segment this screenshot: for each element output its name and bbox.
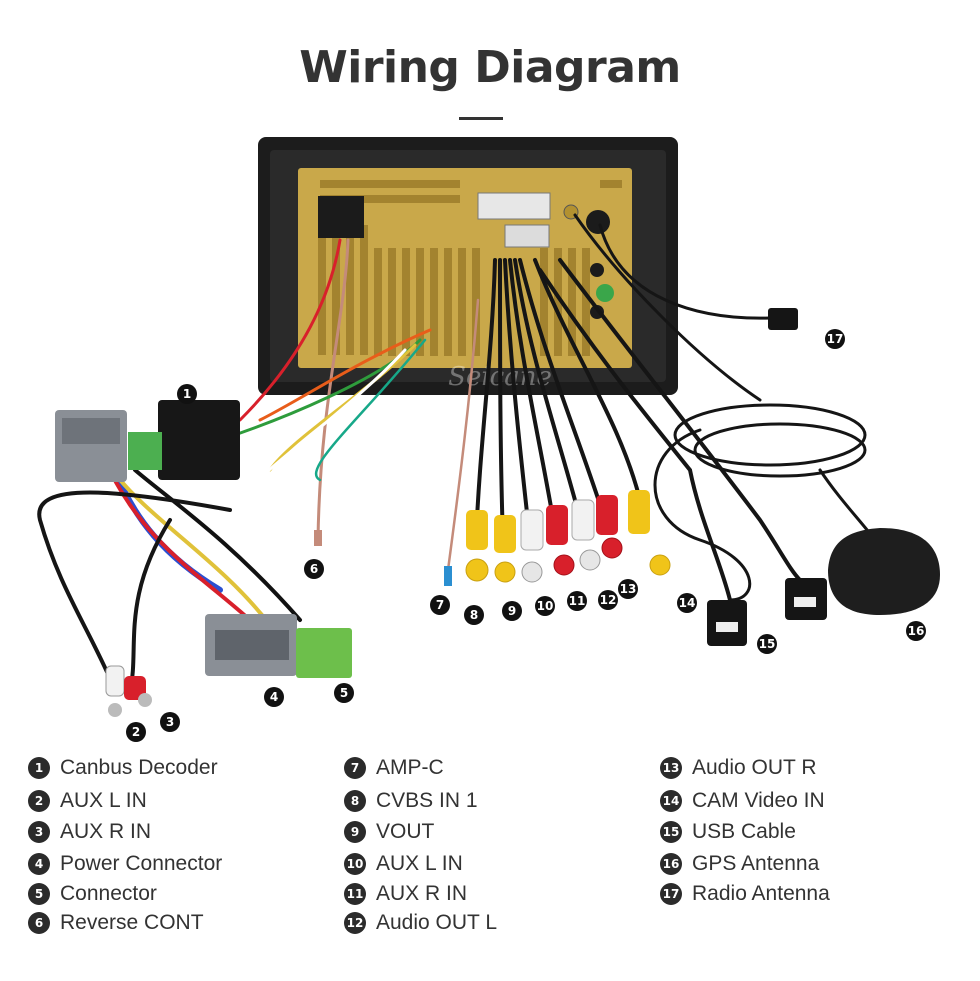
legend-number: 13 xyxy=(660,757,682,779)
legend-label: Audio OUT R xyxy=(692,756,817,779)
legend-number: 16 xyxy=(660,853,682,875)
legend-item-4: 4 Power Connector xyxy=(28,852,222,876)
callout-11: 11 xyxy=(567,591,587,611)
legend-item-13: 13 Audio OUT R xyxy=(660,756,817,780)
callout-4: 4 xyxy=(264,687,284,707)
legend-label: AUX L IN xyxy=(376,852,463,875)
legend-item-11: 11 AUX R IN xyxy=(344,882,467,906)
legend-item-9: 9 VOUT xyxy=(344,820,434,844)
legend-number: 12 xyxy=(344,912,366,934)
legend-label: CAM Video IN xyxy=(692,789,825,812)
legend-number: 5 xyxy=(28,883,50,905)
legend-label: Radio Antenna xyxy=(692,882,830,905)
legend-label: Audio OUT L xyxy=(376,911,498,934)
legend-number: 3 xyxy=(28,821,50,843)
legend-number: 14 xyxy=(660,790,682,812)
callout-8: 8 xyxy=(464,605,484,625)
legend-item-3: 3 AUX R IN xyxy=(28,820,151,844)
legend-item-8: 8 CVBS IN 1 xyxy=(344,789,478,813)
callout-12: 12 xyxy=(598,590,618,610)
callout-1: 1 xyxy=(177,384,197,404)
legend-item-5: 5 Connector xyxy=(28,882,157,906)
legend-number: 15 xyxy=(660,821,682,843)
callout-5: 5 xyxy=(334,683,354,703)
canbus-decoder-box xyxy=(158,400,240,480)
legend-item-15: 15 USB Cable xyxy=(660,820,796,844)
legend-number: 1 xyxy=(28,757,50,779)
legend-label: USB Cable xyxy=(692,820,796,843)
legend-label: CVBS IN 1 xyxy=(376,789,478,812)
green-connector-body xyxy=(296,628,352,678)
legend-number: 17 xyxy=(660,883,682,905)
legend-label: VOUT xyxy=(376,820,435,843)
legend-number: 11 xyxy=(344,883,366,905)
legend-label: AUX R IN xyxy=(60,820,152,843)
radio-antenna-plug xyxy=(768,308,798,330)
legend-number: 7 xyxy=(344,757,366,779)
title-underline xyxy=(459,117,503,120)
callout-13: 13 xyxy=(618,579,638,599)
legend-number: 8 xyxy=(344,790,366,812)
callout-2: 2 xyxy=(126,722,146,742)
legend-item-16: 16 GPS Antenna xyxy=(660,852,819,876)
legend-label: GPS Antenna xyxy=(692,852,820,875)
legend-item-6: 6 Reverse CONT xyxy=(28,911,204,935)
callout-6: 6 xyxy=(304,559,324,579)
legend-item-1: 1 Canbus Decoder xyxy=(28,756,218,780)
callout-16: 16 xyxy=(906,621,926,641)
callout-7: 7 xyxy=(430,595,450,615)
callout-10: 10 xyxy=(535,596,555,616)
legend-item-14: 14 CAM Video IN xyxy=(660,789,825,813)
callout-3: 3 xyxy=(160,712,180,732)
legend-label: AUX L IN xyxy=(60,789,147,812)
legend-label: Reverse CONT xyxy=(60,911,204,934)
legend-number: 6 xyxy=(28,912,50,934)
callout-9: 9 xyxy=(502,601,522,621)
callout-17: 17 xyxy=(825,329,845,349)
legend-item-2: 2 AUX L IN xyxy=(28,789,147,813)
legend-item-7: 7 AMP-C xyxy=(344,756,444,780)
legend-label: AUX R IN xyxy=(376,882,468,905)
legend-label: Canbus Decoder xyxy=(60,756,218,779)
callout-14: 14 xyxy=(677,593,697,613)
callout-15: 15 xyxy=(757,634,777,654)
page-title: Wiring Diagram xyxy=(299,42,681,93)
legend-number: 4 xyxy=(28,853,50,875)
gps-antenna-puck xyxy=(828,528,940,615)
legend-item-10: 10 AUX L IN xyxy=(344,852,463,876)
legend-number: 2 xyxy=(28,790,50,812)
legend-item-12: 12 Audio OUT L xyxy=(344,911,497,935)
legend-label: AMP-C xyxy=(376,756,444,779)
legend-number: 9 xyxy=(344,821,366,843)
legend-number: 10 xyxy=(344,853,366,875)
legend-item-17: 17 Radio Antenna xyxy=(660,882,830,906)
wiring-illustration: Seicane xyxy=(37,137,940,717)
legend-label: Connector xyxy=(60,882,157,905)
legend-label: Power Connector xyxy=(60,852,223,875)
